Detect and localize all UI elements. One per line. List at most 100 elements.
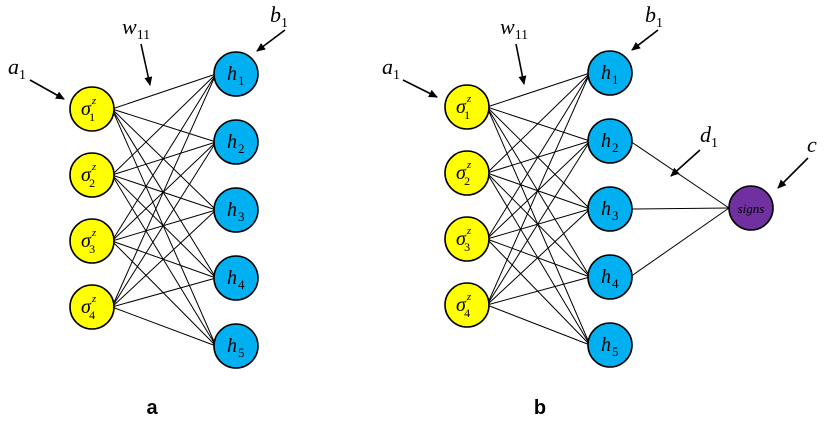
panel-b-output-bias-arrow: [777, 157, 809, 189]
visible-node-circle: [444, 282, 490, 328]
panel-a-hidden-bias-arrow: [256, 29, 286, 52]
panel-b-edge-v1-h4: [486, 106, 591, 278]
panel-b-edge-v4-h2: [486, 140, 591, 306]
panel-b-edge-h2-output: [629, 140, 730, 209]
panel-b-edge-v4-h5: [486, 304, 591, 346]
panel-b-edge-h3-output: [629, 207, 730, 210]
panel-a-edge-v3-h4: [111, 240, 217, 279]
panel-b-weight-annotation: w11: [500, 14, 528, 85]
panel-a-edge-v4-h3: [111, 209, 217, 308]
panel-a-visible-bias-arrow: [29, 79, 65, 100]
panel-b-output-weight-arrow: [670, 149, 701, 177]
hidden-node-circle: [587, 186, 633, 232]
visible-node-circle: [69, 218, 115, 264]
panel-a-hidden-node-2: h2: [213, 119, 259, 165]
panel-a-edge-v4-h4: [111, 277, 217, 308]
panel-b-output-node: signs: [728, 185, 774, 231]
panel-b-edge-v3-h3: [486, 208, 591, 240]
panel-b-edge-v2-h4: [486, 172, 591, 278]
hidden-node-label: h1: [601, 62, 619, 87]
visible-node-circle: [444, 216, 490, 262]
hidden-node-circle: [587, 322, 633, 368]
panel-b-hidden-node-2: h2: [587, 118, 633, 164]
panel-a-weight-arrow: [140, 43, 153, 86]
visible-node-circle: [69, 152, 115, 198]
panel-a-edge-v1-h2: [111, 108, 217, 143]
panel-a-edge-v4-h1: [111, 73, 217, 308]
hidden-node-circle: [213, 51, 259, 97]
panel-b-hidden-node-1: h1: [587, 50, 633, 96]
panel-b-edge-v2-h5: [486, 172, 591, 346]
panel-b-visible-bias-label: a1: [382, 54, 400, 83]
panel-b-label: b: [534, 397, 546, 419]
panel-a-edge-v2-h3: [111, 174, 217, 211]
panel-b-edges: [486, 72, 591, 346]
panel-a-hidden-node-1: h1: [213, 51, 259, 97]
panel-a-edge-v4-h5: [111, 306, 217, 347]
hidden-node-label: h2: [601, 130, 619, 155]
hidden-node-circle: [213, 255, 259, 301]
hidden-node-label: h5: [601, 334, 619, 359]
panel-b-edge-v4-h4: [486, 276, 591, 306]
panel-b-output-weight-label: d1: [700, 122, 718, 151]
panel-b-visible-bias-arrow: [402, 79, 438, 98]
hidden-node-label: h2: [227, 131, 245, 156]
panel-b-edge-h4-output: [629, 207, 730, 278]
panel-a-edge-v1-h3: [111, 108, 217, 211]
panel-b-edge-v3-h5: [486, 238, 591, 346]
panel-a-edges: [111, 73, 217, 347]
panel-a-edge-v1-h5: [111, 108, 217, 347]
hidden-node-label: h3: [601, 198, 619, 223]
panel-b-edge-v1-h1: [486, 72, 591, 108]
panel-b-output-edges: [629, 140, 730, 278]
visible-node-circle: [444, 150, 490, 196]
hidden-node-circle: [587, 118, 633, 164]
panel-b-edge-v1-h2: [486, 106, 591, 142]
panel-b-edge-v2-h2: [486, 140, 591, 174]
panel-b-hidden-bias-arrow: [631, 29, 659, 51]
visible-node-circle: [69, 284, 115, 330]
panel-b-edge-v4-h3: [486, 208, 591, 306]
hidden-node-circle: [587, 50, 633, 96]
panel-a-edge-v2-h5: [111, 174, 217, 347]
hidden-node-label: h1: [227, 63, 245, 88]
panel-a-visible-bias-annotation: a1: [8, 54, 65, 100]
panel-b-hidden-node-3: h3: [587, 186, 633, 232]
visible-node-circle: [69, 86, 115, 132]
panel-b-hidden-node-5: h5: [587, 322, 633, 368]
hidden-node-label: h5: [227, 335, 245, 360]
panel-a-hidden-bias-annotation: b1: [256, 2, 288, 52]
hidden-node-label: h4: [601, 266, 619, 291]
hidden-node-circle: [213, 323, 259, 369]
output-node-circle: [728, 185, 774, 231]
panel-a-label: a: [146, 397, 158, 419]
panel-b-visible-bias-annotation: a1: [382, 54, 438, 98]
panel-b-output-bias-annotation: c: [777, 132, 817, 189]
panel-a-edge-v3-h5: [111, 240, 217, 347]
panel-b-edge-v2-h3: [486, 172, 591, 210]
panel-a-edge-v2-h2: [111, 141, 217, 176]
panel-a-edge-v2-h1: [111, 73, 217, 176]
panel-b-edge-v4-h1: [486, 72, 591, 306]
hidden-node-label: h4: [227, 267, 245, 292]
output-node-label: signs: [738, 201, 765, 216]
panel-a-weight-annotation: w11: [122, 14, 153, 86]
panel-a-weight-label: w11: [122, 14, 150, 43]
hidden-node-circle: [587, 254, 633, 300]
panel-a-edge-v3-h1: [111, 73, 217, 242]
panel-a-hidden-node-5: h5: [213, 323, 259, 369]
panel-a-visible-bias-label: a1: [8, 54, 26, 83]
